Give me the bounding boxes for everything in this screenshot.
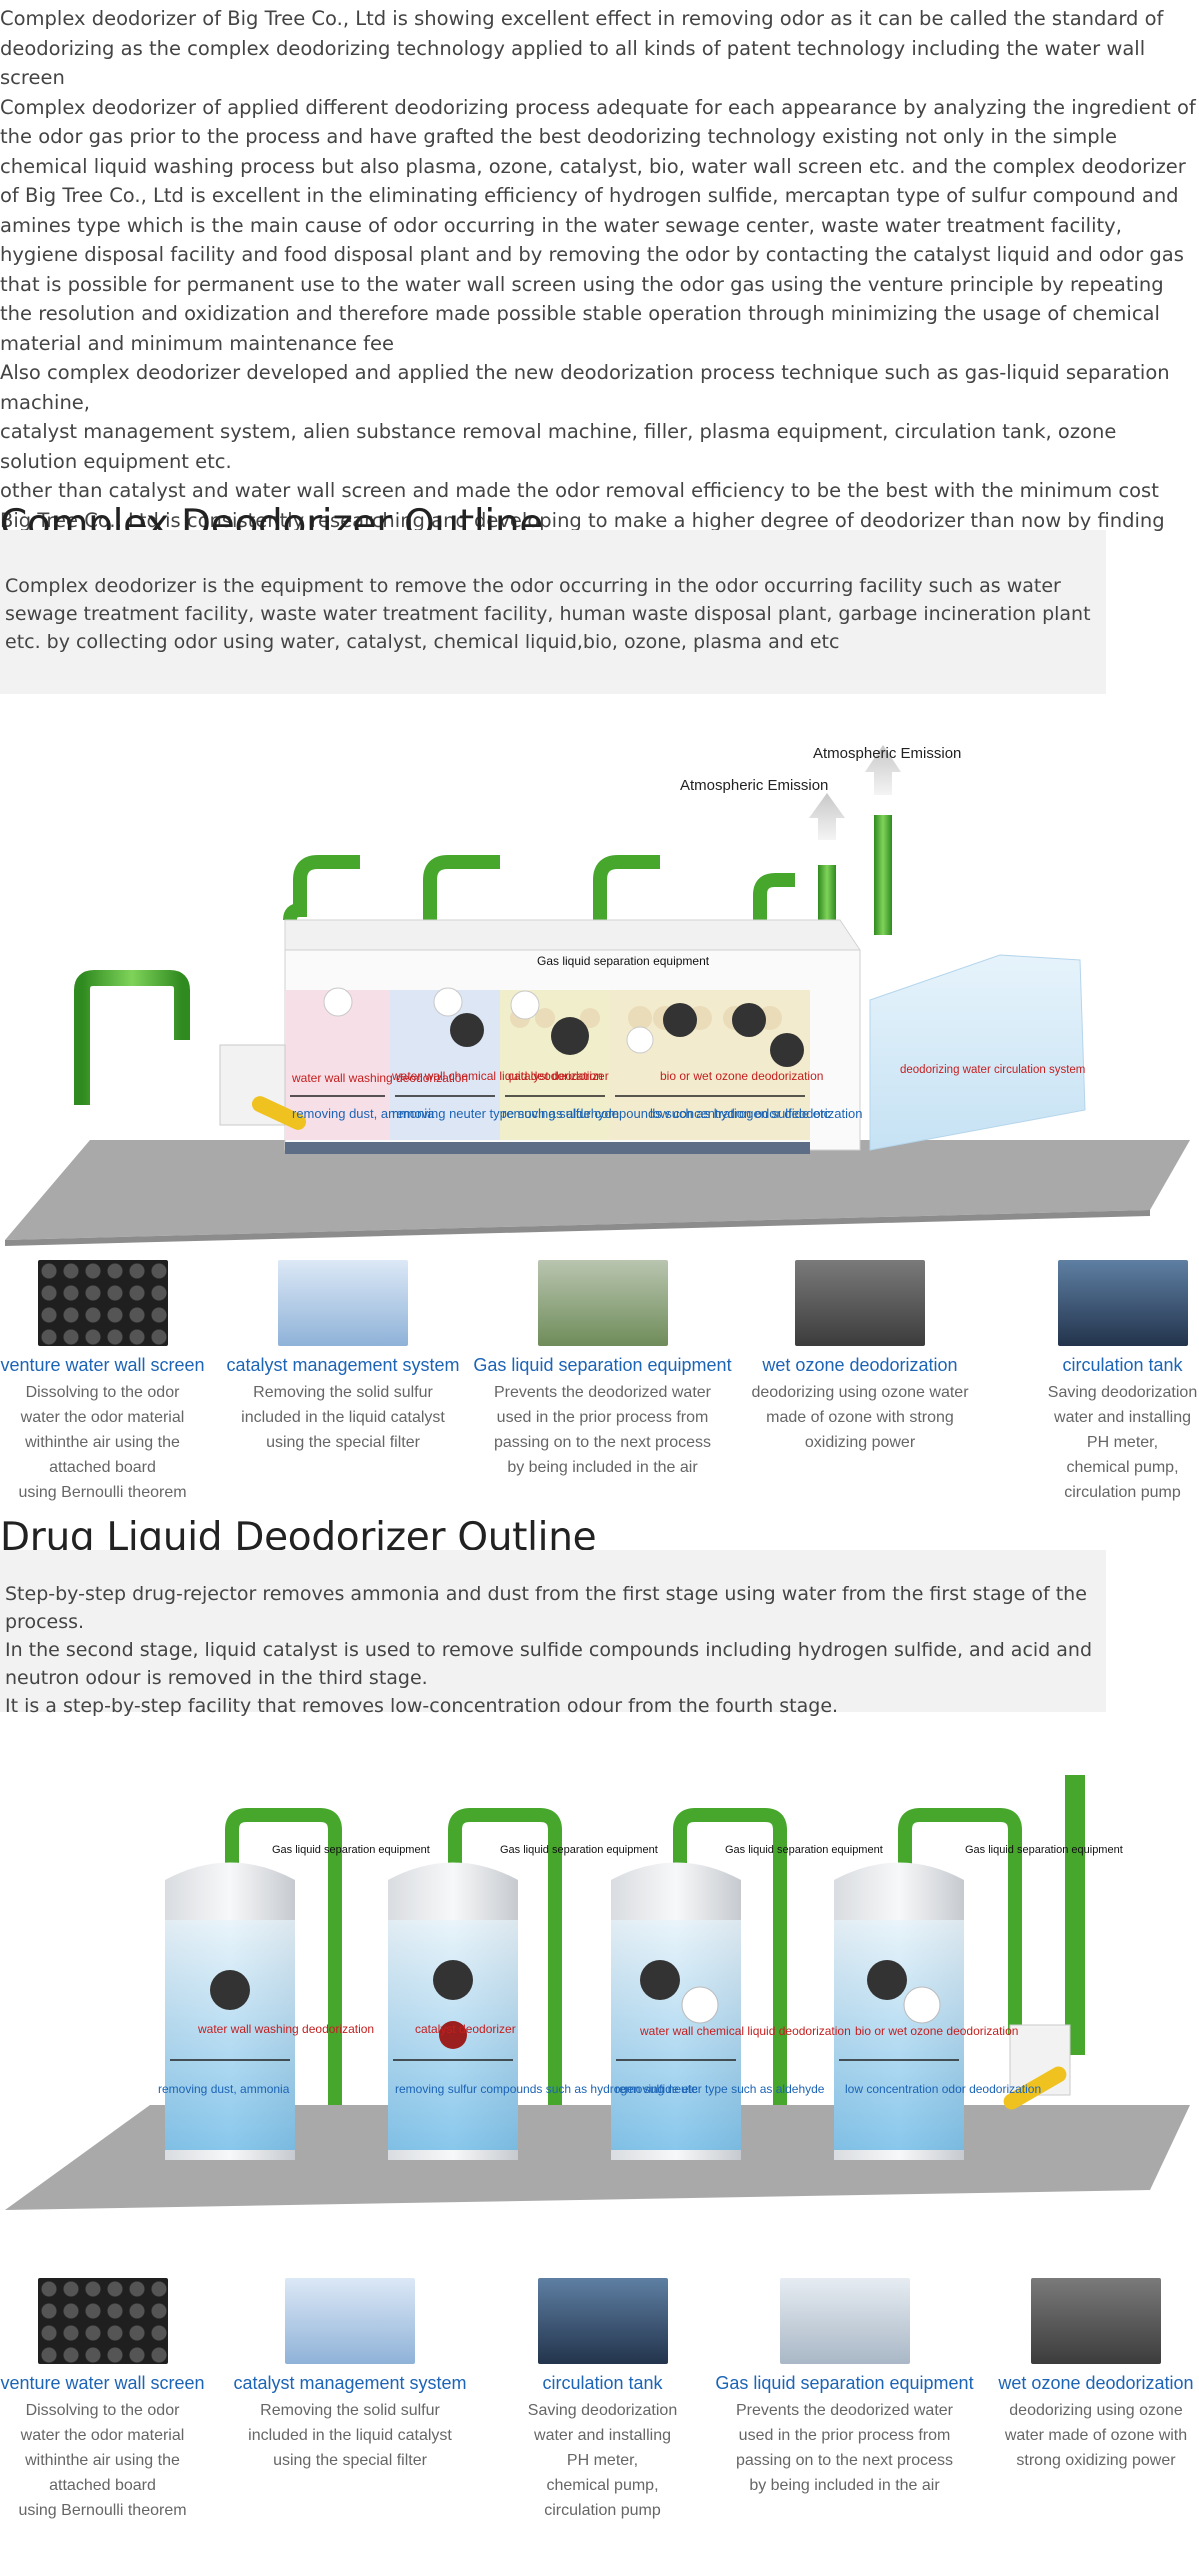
emission-label: Atmospheric Emission — [813, 745, 961, 762]
feature-title: venture water wall screen — [0, 1355, 205, 1375]
feature-title: Gas liquid separation equipment — [473, 1355, 732, 1375]
drug-description-line: In the second stage, liquid catalyst is … — [5, 1639, 1093, 1689]
gas-liquid-label: Gas liquid separation equipment — [272, 1844, 430, 1856]
feature-title: circulation tank — [1062, 1355, 1183, 1375]
intro-text: Complex deodorizer of Big Tree Co., Ltd … — [0, 4, 1199, 565]
feature-title: circulation tank — [542, 2373, 663, 2393]
separator-photo — [537, 1260, 668, 1346]
stage-effect: removing sulfur compounds such as hydrog… — [502, 1106, 831, 1121]
stage-label: water wall washing deodorization — [291, 1071, 468, 1085]
perforated-plate-photo — [37, 1260, 168, 1346]
emission-arrow — [865, 745, 901, 795]
tower-label: catalyst deodorizer — [415, 2022, 516, 2036]
tower-effect: removing sulfur compounds such as hydrog… — [395, 2082, 698, 2096]
stage-effect: removing neuter type such as aldehyde — [392, 1106, 619, 1121]
drug-description-box: Step-by-step drug-rejector removes ammon… — [0, 1550, 1106, 1717]
feature-title: catalyst management system — [226, 1355, 460, 1375]
tower-label: bio or wet ozone deodorization — [855, 2024, 1018, 2038]
complex-description-box: Complex deodorizer is the equipment to r… — [0, 530, 1106, 694]
feature-item: wet ozone deodorization deodorizing usin… — [740, 1260, 980, 1455]
perforated-plate-photo — [37, 2278, 168, 2364]
emission-label: Atmospheric Emission — [680, 777, 828, 794]
stage-effect: removing dust, ammonia — [292, 1106, 435, 1121]
tower-label: water wall chemical liquid deodorization — [639, 2024, 851, 2038]
gas-liquid-label: Gas liquid separation equipment — [725, 1844, 883, 1856]
feature-title: Gas liquid separation equipment — [715, 2373, 974, 2393]
feature-item: catalyst management system Removing the … — [225, 2278, 475, 2473]
feature-item: wet ozone deodorization deodorizing usin… — [993, 2278, 1199, 2473]
intro-paragraph: catalyst management system, alien substa… — [0, 420, 1117, 473]
emission-arrow — [809, 793, 845, 840]
scrubber-tower — [388, 1862, 518, 2160]
drug-liquid-diagram: Gas liquid separation equipment Gas liqu… — [5, 1775, 1190, 2210]
separator-photo — [779, 2278, 910, 2364]
complex-description: Complex deodorizer is the equipment to r… — [5, 575, 1091, 653]
feature-item: catalyst management system Removing the … — [218, 1260, 468, 1455]
stage-label: bio or wet ozone deodorization — [660, 1069, 823, 1083]
feature-item: Gas liquid separation equipment Prevents… — [470, 1260, 735, 1480]
tower-label: water wall washing deodorization — [197, 2022, 374, 2036]
stage-label: catalyst deodorizer — [508, 1069, 609, 1083]
stage-label: water wall chemical liquid deodorization — [391, 1069, 603, 1083]
feature-title: wet ozone deodorization — [762, 1355, 958, 1375]
feature-item: venture water wall screen Dissolving to … — [0, 2278, 205, 2523]
scrubber-tower — [165, 1862, 295, 2160]
circulation-label: deodorizing water circulation system — [900, 1064, 1085, 1076]
feature-title: venture water wall screen — [0, 2373, 205, 2393]
gas-liquid-label: Gas liquid separation equipment — [500, 1844, 658, 1856]
ozone-unit-photo — [1031, 2278, 1161, 2364]
tower-effect: low concentration odor deodorization — [845, 2082, 1041, 2096]
floor-slab — [5, 1140, 1190, 1240]
scrubber-tower — [611, 1862, 741, 2160]
gas-liquid-label: Gas liquid separation equipment — [537, 954, 710, 968]
circulation-building — [869, 954, 1086, 1151]
intro-paragraph: other than catalyst and water wall scree… — [0, 479, 1159, 502]
drug-description-line: It is a step-by-step facility that remov… — [5, 1695, 839, 1717]
filter-unit-photo — [278, 1260, 408, 1346]
intro-paragraph: Complex deodorizer of Big Tree Co., Ltd … — [0, 7, 1164, 89]
stage-effect: low concentration odor deodorization — [650, 1106, 862, 1121]
filter-unit-photo — [285, 2278, 415, 2364]
feature-title: wet ozone deodorization — [998, 2373, 1194, 2393]
intro-paragraph: Also complex deodorizer developed and ap… — [0, 361, 1170, 414]
inlet-pipe — [74, 970, 190, 1105]
complex-deodorizer-diagram: Atmospheric Emission Atmospheric Emissio… — [5, 745, 1190, 1246]
feature-item: venture water wall screen Dissolving to … — [0, 1260, 205, 1505]
feature-item: Gas liquid separation equipment Prevents… — [712, 2278, 977, 2498]
feature-title: catalyst management system — [233, 2373, 467, 2393]
pump-photo — [537, 2278, 668, 2364]
intro-paragraph: Complex deodorizer of applied different … — [0, 95, 1196, 355]
drug-description-line: Step-by-step drug-rejector removes ammon… — [5, 1583, 1087, 1633]
exhaust-stack — [1065, 1775, 1085, 2055]
pump-photo — [1057, 1260, 1188, 1346]
scrubber-tower — [834, 1862, 964, 2160]
exhaust-stack — [874, 815, 892, 935]
gas-liquid-label: Gas liquid separation equipment — [965, 1844, 1123, 1856]
tower-effect: removing dust, ammonia — [158, 2082, 290, 2096]
tower-effect: removing neuter type such as aldehyde — [615, 2082, 825, 2096]
ozone-unit-photo — [795, 1260, 925, 1346]
